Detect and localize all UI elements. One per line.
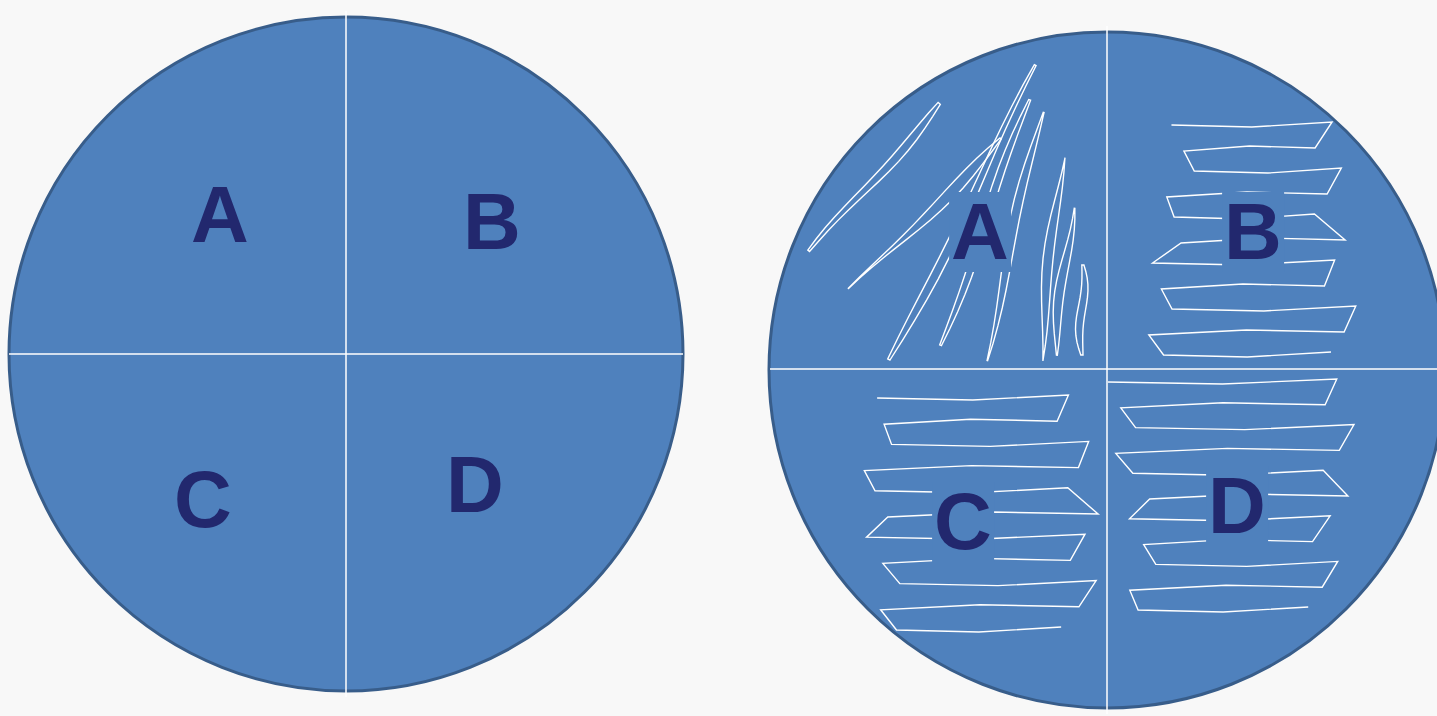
quadrant-label: D	[1206, 466, 1268, 546]
quadrant-divider	[1106, 26, 1108, 714]
streak-line	[1076, 265, 1088, 355]
streak-line	[940, 100, 1031, 346]
quadrant-label: C	[172, 460, 234, 540]
streak-line	[1053, 208, 1075, 355]
streak-line	[1149, 122, 1356, 357]
quadrant-label: A	[189, 175, 251, 255]
streak-line	[1108, 379, 1354, 612]
streak-line	[864, 395, 1098, 632]
quadrant-label: B	[461, 182, 523, 262]
streak-lines	[808, 65, 1356, 632]
plate-outline	[769, 32, 1437, 708]
streak-line	[888, 65, 1036, 360]
quadrant-label: A	[949, 192, 1011, 272]
quadrant-divider	[9, 353, 683, 355]
streak-line	[1041, 158, 1064, 360]
quadrant-divider	[770, 368, 1437, 370]
quadrant-label: B	[1222, 192, 1284, 272]
quadrant-label: D	[444, 445, 506, 525]
quadrant-label: C	[932, 482, 994, 562]
